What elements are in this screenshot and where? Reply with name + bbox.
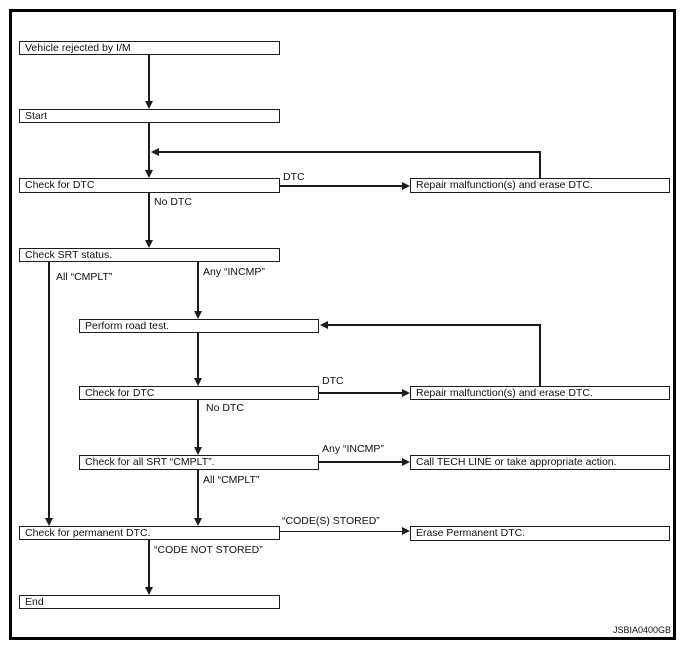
connector-allsrt-to-permanent	[197, 470, 199, 518]
connector-dtc1-to-repair1	[280, 185, 402, 187]
flowchart-node-repair-erase-dtc-1: Repair malfunction(s) and erase DTC.	[410, 178, 670, 193]
arrowhead-left-feedback1	[151, 148, 159, 156]
edge-label-dtc-2: DTC	[322, 375, 344, 387]
edge-label-any-incmp-2: Any “INCMP”	[322, 443, 384, 455]
connector-roadtest-to-checkdtc2	[197, 333, 199, 378]
flowchart-node-repair-erase-dtc-2: Repair malfunction(s) and erase DTC.	[410, 386, 670, 400]
connector-vehicle-to-start	[148, 55, 150, 101]
feedback2-horizontal	[326, 324, 541, 326]
flowchart-node-check-permanent-dtc: Check for permanent DTC.	[19, 526, 280, 540]
flowchart-node-vehicle-rejected: Vehicle rejected by I/M	[19, 41, 280, 55]
flowchart-node-end: End	[19, 595, 280, 609]
arrowhead-down-into-checkdtc1	[145, 170, 153, 178]
feedback1-horizontal	[157, 151, 541, 153]
feedback2-vertical	[539, 325, 541, 386]
connector-permanent-to-end	[148, 540, 150, 587]
edge-label-all-cmplt-2: All “CMPLT”	[203, 474, 260, 486]
arrowhead-down-into-permanent	[194, 518, 202, 526]
arrowhead-right-into-repair2	[402, 389, 410, 397]
flowchart-node-start: Start	[19, 109, 280, 123]
edge-label-all-cmplt-1: All “CMPLT”	[56, 271, 113, 283]
arrowhead-down-into-allsrt	[194, 447, 202, 455]
connector-srt-to-roadtest	[197, 262, 199, 311]
feedback1-vertical	[539, 152, 541, 178]
flowchart-node-perform-road-test: Perform road test.	[79, 319, 319, 333]
figure-code: JSBIA0400GB	[612, 625, 671, 635]
edge-label-any-incmp-1: Any “INCMP”	[203, 266, 265, 278]
flowchart-node-check-all-srt: Check for all SRT “CMPLT”.	[79, 455, 319, 470]
connector-start-to-checkdtc1	[148, 123, 150, 170]
flowchart-node-check-dtc-1: Check for DTC	[19, 178, 280, 193]
flowchart-node-check-dtc-2: Check for DTC	[79, 386, 319, 400]
flowchart-node-call-tech-line: Call TECH LINE or take appropriate actio…	[410, 455, 670, 470]
connector-checkdtc2-to-allsrt	[197, 400, 199, 447]
flowchart-node-erase-permanent-dtc: Erase Permanent DTC.	[410, 526, 670, 541]
connector-dtc2-to-repair2	[319, 392, 402, 394]
arrowhead-right-into-techline	[402, 458, 410, 466]
connector-allsrt-to-techline	[319, 461, 402, 463]
connector-srt-allcmplt-to-permanent	[48, 262, 50, 518]
edge-label-code-not-stored: “CODE NOT STORED”	[154, 544, 263, 556]
arrowhead-right-into-erase	[402, 527, 410, 535]
arrowhead-down-into-checkdtc2	[194, 378, 202, 386]
arrowhead-down-into-end	[145, 587, 153, 595]
connector-checkdtc1-to-srt	[148, 193, 150, 240]
edge-label-no-dtc-2: No DTC	[206, 402, 244, 414]
arrowhead-down-into-start	[145, 101, 153, 109]
arrowhead-left-feedback2	[320, 321, 328, 329]
connector-permanent-to-erase	[280, 530, 402, 532]
edge-label-no-dtc-1: No DTC	[154, 196, 192, 208]
arrowhead-right-into-repair1	[402, 182, 410, 190]
arrowhead-down-left-into-permanent	[45, 518, 53, 526]
edge-label-codes-stored: “CODE(S) STORED”	[282, 515, 380, 527]
flowchart-node-check-srt-status: Check SRT status.	[19, 248, 280, 262]
arrowhead-down-into-roadtest	[194, 311, 202, 319]
arrowhead-down-into-srt	[145, 240, 153, 248]
edge-label-dtc-1: DTC	[283, 171, 305, 183]
